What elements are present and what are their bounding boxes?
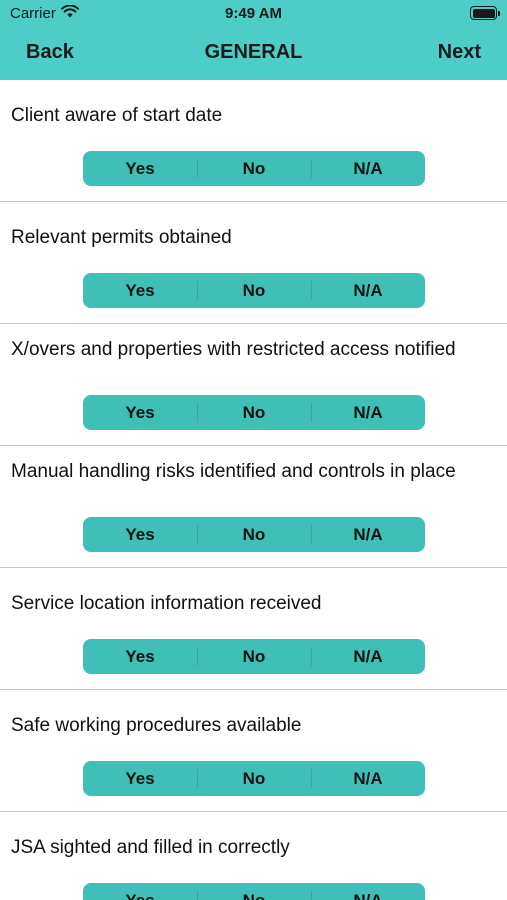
carrier-label: Carrier: [10, 5, 56, 22]
no-option[interactable]: No: [197, 883, 311, 900]
wifi-icon: [60, 4, 79, 22]
checklist-row: JSA sighted and filled in correctly Yes …: [0, 812, 507, 900]
na-option[interactable]: N/A: [311, 761, 425, 796]
na-option[interactable]: N/A: [311, 517, 425, 552]
yes-option[interactable]: Yes: [125, 890, 155, 900]
yes-option[interactable]: Yes: [125, 524, 155, 544]
checklist-row: Manual handling risks identified and con…: [0, 446, 507, 568]
answer-segmented-control: Yes No N/A: [83, 761, 425, 796]
checklist-row: X/overs and properties with restricted a…: [0, 324, 507, 446]
yes-option[interactable]: Yes: [125, 280, 155, 300]
na-option[interactable]: N/A: [311, 883, 425, 900]
question-label: Service location information received: [11, 593, 322, 614]
yes-option[interactable]: Yes: [125, 158, 155, 178]
na-option[interactable]: N/A: [311, 639, 425, 674]
no-option[interactable]: No: [197, 761, 311, 796]
question-label: X/overs and properties with restricted a…: [11, 339, 456, 360]
yes-option[interactable]: Yes: [125, 768, 155, 788]
back-button[interactable]: Back: [26, 41, 74, 63]
no-option[interactable]: No: [197, 639, 311, 674]
page-title: GENERAL: [204, 41, 303, 63]
answer-segmented-control: Yes No N/A: [83, 883, 425, 900]
na-option[interactable]: N/A: [311, 395, 425, 430]
checklist[interactable]: Client aware of start date Yes No N/A Re…: [0, 80, 507, 900]
answer-segmented-control: Yes No N/A: [83, 395, 425, 430]
answer-segmented-control: Yes No N/A: [83, 273, 425, 308]
next-button[interactable]: Next: [437, 41, 481, 63]
navigation-bar: Back GENERAL Next: [0, 28, 507, 80]
checklist-row: Relevant permits obtained Yes No N/A: [0, 202, 507, 324]
carrier: Carrier: [10, 4, 79, 22]
no-option[interactable]: No: [197, 517, 311, 552]
question-label: JSA sighted and filled in correctly: [11, 837, 290, 858]
yes-option[interactable]: Yes: [125, 402, 155, 422]
answer-segmented-control: Yes No N/A: [83, 517, 425, 552]
question-label: Relevant permits obtained: [11, 227, 232, 248]
checklist-row: Client aware of start date Yes No N/A: [0, 80, 507, 202]
no-option[interactable]: No: [197, 395, 311, 430]
battery-icon: [470, 6, 500, 20]
no-option[interactable]: No: [197, 273, 311, 308]
na-option[interactable]: N/A: [311, 273, 425, 308]
question-label: Manual handling risks identified and con…: [11, 461, 456, 482]
yes-option[interactable]: Yes: [125, 646, 155, 666]
answer-segmented-control: Yes No N/A: [83, 151, 425, 186]
status-bar: Carrier 9:49 AM: [0, 0, 507, 28]
na-option[interactable]: N/A: [311, 151, 425, 186]
answer-segmented-control: Yes No N/A: [83, 639, 425, 674]
no-option[interactable]: No: [197, 151, 311, 186]
checklist-row: Service location information received Ye…: [0, 568, 507, 690]
question-label: Client aware of start date: [11, 105, 223, 126]
checklist-row: Safe working procedures available Yes No…: [0, 690, 507, 812]
status-time: 9:49 AM: [225, 5, 282, 22]
question-label: Safe working procedures available: [11, 715, 302, 736]
header: Carrier 9:49 AM Back GENERAL Next: [0, 0, 507, 80]
